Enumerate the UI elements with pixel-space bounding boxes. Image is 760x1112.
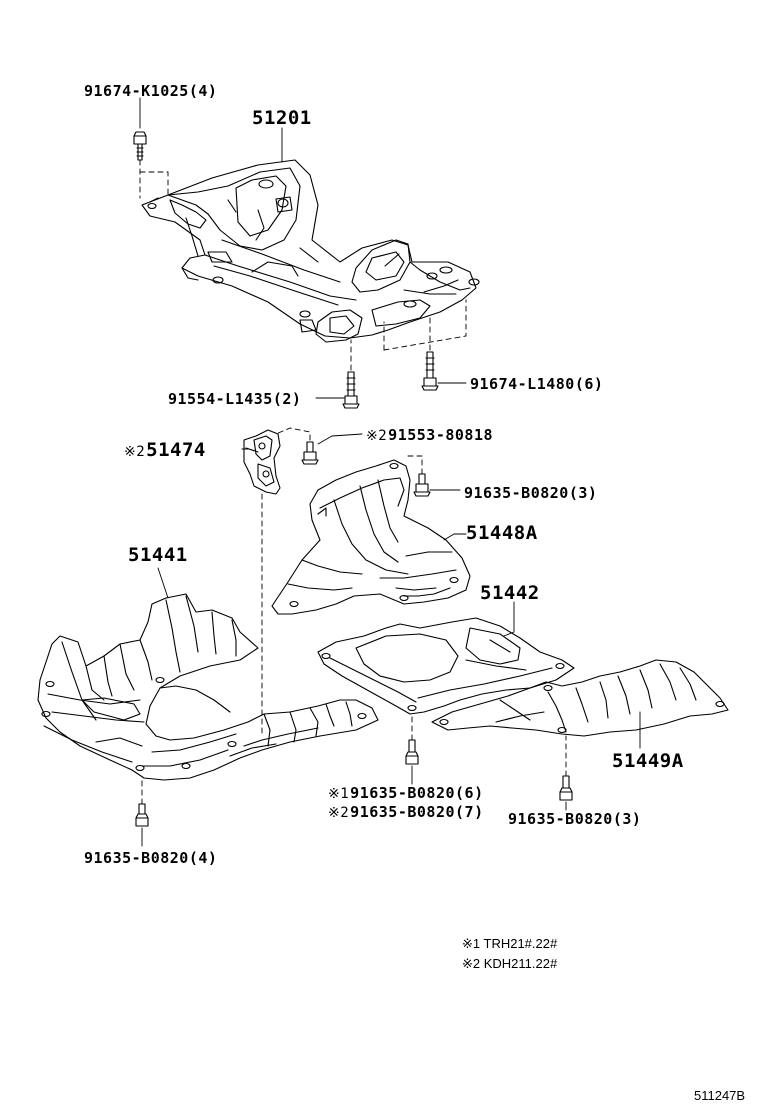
- part-label-51448A: 51448A: [466, 522, 538, 544]
- part-label-51449A: 51449A: [612, 750, 684, 772]
- leader-lines: [140, 98, 640, 846]
- marker-1: ※1: [328, 786, 350, 802]
- fastener-label-91635-b0820-4: 91635-B0820(4): [84, 849, 218, 867]
- cover-51449A: [432, 660, 728, 736]
- fastener-number-91635-b0820-6: 91635-B0820(6): [350, 784, 484, 802]
- cover-51448A: [272, 460, 470, 614]
- cover-51441: [38, 594, 378, 780]
- crossmember-51201: [142, 160, 479, 342]
- part-label-51201: 51201: [252, 107, 312, 129]
- fastener-label-91553-80818: ※291553-80818: [366, 426, 493, 445]
- bracket-51474: [244, 430, 280, 494]
- bolts: [134, 132, 572, 826]
- marker-2: ※2: [124, 444, 146, 460]
- fastener-number-91553-80818: 91553-80818: [388, 426, 494, 444]
- fastener-label-91635-b0820-7: ※291635-B0820(7): [328, 803, 484, 822]
- fastener-label-91635-b0820-3-lower: 91635-B0820(3): [508, 810, 642, 828]
- marker-2: ※2: [328, 805, 350, 821]
- cover-51442: [318, 618, 574, 714]
- assembly-guide-lines: [140, 160, 566, 804]
- fastener-number-91635-b0820-7: 91635-B0820(7): [350, 803, 484, 821]
- fastener-label-91674-l1480: 91674-L1480(6): [470, 375, 604, 393]
- part-number-51474: 51474: [146, 439, 206, 461]
- applicability-note-1: ※1 TRH21#.22#: [462, 936, 558, 951]
- marker-2: ※2: [366, 428, 388, 444]
- figure-id: 511247B: [694, 1088, 746, 1103]
- part-label-51474: ※251474: [124, 441, 206, 461]
- fastener-label-91554-l1435: 91554-L1435(2): [168, 390, 302, 408]
- fastener-label-91635-b0820-3-upper: 91635-B0820(3): [464, 484, 598, 502]
- fastener-label-91674-k1025: 91674-K1025(4): [84, 82, 218, 100]
- part-label-51442: 51442: [480, 582, 540, 604]
- fastener-label-91635-b0820-6: ※191635-B0820(6): [328, 784, 484, 803]
- part-label-51441: 51441: [128, 544, 188, 566]
- applicability-note-2: ※2 KDH211.22#: [462, 956, 558, 971]
